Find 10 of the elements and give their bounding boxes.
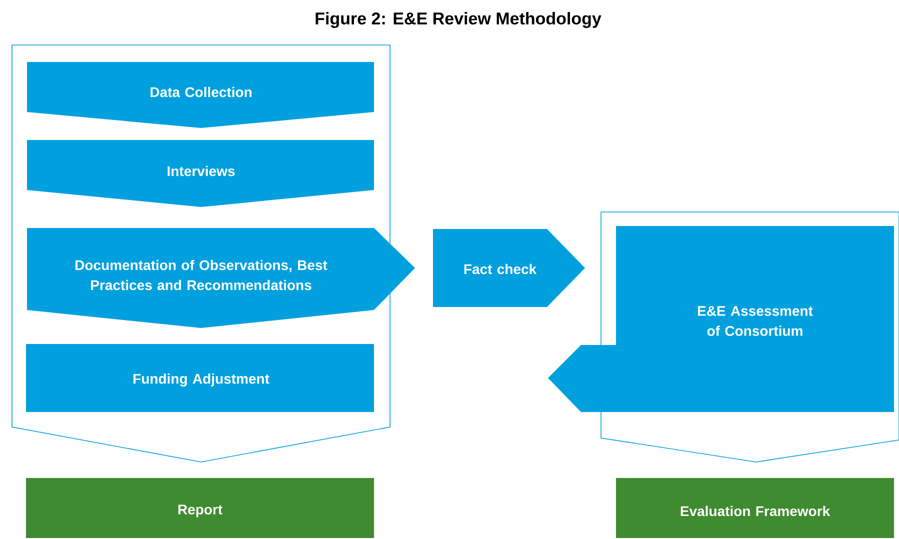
output-box: Report: [26, 478, 374, 538]
output-box: Evaluation Framework: [616, 478, 894, 538]
process-box: Funding Adjustment: [26, 344, 374, 412]
arrow-box: Fact check: [433, 229, 585, 307]
title: Figure 2: E&E Review Methodology: [316, 12, 602, 28]
chevron-box: Data Collection: [27, 62, 374, 128]
arrow-box: E&E Assessment of Consortium: [548, 226, 894, 412]
arrow-box: Documentation of Observations, Best Practices and Recommendations: [27, 228, 415, 328]
chevron-outline: [12, 44, 390, 462]
chevron-box: Interviews: [27, 140, 374, 207]
